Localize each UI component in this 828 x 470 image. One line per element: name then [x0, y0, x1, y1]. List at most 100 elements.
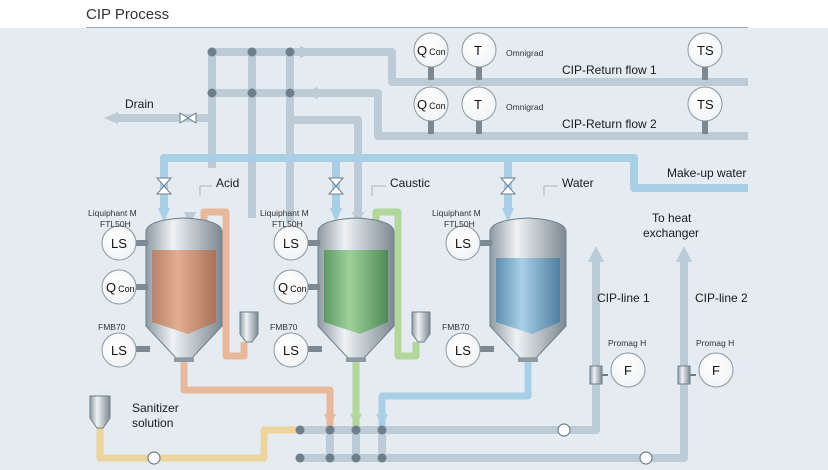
acid-recirc	[200, 208, 248, 360]
dosing-vessel-acid	[239, 311, 259, 343]
ls-label: LS	[455, 343, 471, 358]
title-divider	[86, 27, 748, 28]
omnigrad-2: Omnigrad	[506, 102, 544, 112]
liquiphant-water-2: FTL50H	[444, 219, 475, 229]
ts-return-1[interactable]	[687, 32, 723, 68]
makeup-arrows	[158, 208, 514, 222]
return-feed-caustic	[286, 93, 362, 218]
valve-water	[499, 177, 517, 195]
node	[377, 425, 387, 435]
arrow-water-out	[376, 414, 388, 426]
t-return-2[interactable]	[461, 86, 497, 122]
node	[377, 453, 387, 463]
f-label: F	[712, 363, 720, 378]
sanitizer-vessel	[89, 395, 111, 429]
water-label: Water	[562, 176, 594, 190]
liquiphant-caustic-2: FTL50H	[272, 219, 303, 229]
water-level	[496, 258, 560, 334]
t-return-1[interactable]	[461, 32, 497, 68]
node	[207, 47, 217, 57]
outlet-arrows	[324, 414, 388, 426]
acid-level	[152, 250, 216, 334]
water-outlet	[378, 358, 532, 428]
arrow-caustic-in	[330, 208, 342, 222]
liquiphant-water-1: Liquiphant M	[432, 208, 481, 218]
ts-return-2[interactable]	[687, 86, 723, 122]
dosing-vessel-caustic	[411, 311, 431, 343]
f-cip-line-1[interactable]	[610, 352, 646, 388]
qcon-acid[interactable]	[101, 269, 137, 305]
fmb70-acid: FMB70	[98, 322, 126, 332]
liquiphant-caustic-1: Liquiphant M	[260, 208, 309, 218]
valve-acid	[155, 177, 173, 195]
drain-label: Drain	[125, 97, 154, 111]
stream-labels: Drain CIP-Return flow 1 CIP-Return flow …	[125, 63, 748, 430]
f-cip-line-2[interactable]	[698, 352, 734, 388]
to-heat-label: To heat	[652, 211, 692, 225]
promag-2: Promag H	[696, 338, 734, 348]
qcon-caustic[interactable]	[273, 269, 309, 305]
node	[295, 425, 305, 435]
arrow-water-in	[502, 208, 514, 222]
cip-line-2-label: CIP-line 2	[695, 291, 748, 305]
arrow-caustic-out	[350, 414, 362, 426]
return-arrows	[104, 46, 318, 124]
cip-line-arrows	[588, 246, 692, 262]
arrow-return-2	[302, 87, 318, 99]
instrument-stems	[128, 66, 708, 352]
sanitizer-line	[96, 414, 300, 462]
node	[247, 88, 257, 98]
ls-acid-bottom[interactable]	[101, 332, 137, 368]
ls-water-top[interactable]	[445, 225, 481, 261]
node	[207, 88, 217, 98]
cip-supply-piping	[300, 262, 688, 462]
tank-acid	[145, 217, 223, 362]
ls-caustic-bottom[interactable]	[273, 332, 309, 368]
manifold-top	[300, 262, 600, 434]
return-flow-2-pipe	[212, 89, 748, 140]
ls-label: LS	[111, 236, 127, 251]
pump-symbols	[147, 423, 653, 465]
tank-water	[489, 217, 567, 362]
f-label: F	[624, 363, 632, 378]
ls-label: LS	[283, 343, 299, 358]
sanitizer-label: Sanitizer	[132, 401, 179, 415]
arrow-cip-line-1	[588, 246, 604, 262]
liquiphant-acid-2: FTL50H	[100, 219, 131, 229]
title-bar: CIP Process	[0, 0, 828, 28]
qcon-return-2[interactable]	[413, 86, 449, 122]
ls-caustic-top[interactable]	[273, 225, 309, 261]
ls-label: LS	[283, 236, 299, 251]
return-flow-2-label: CIP-Return flow 2	[562, 117, 657, 131]
node	[295, 453, 305, 463]
t-label: T	[474, 97, 482, 112]
fmb70-caustic: FMB70	[270, 322, 298, 332]
ls-water-bottom[interactable]	[445, 332, 481, 368]
valve-caustic	[327, 177, 345, 195]
ts-label: TS	[697, 97, 714, 112]
arrow-return-1	[300, 46, 316, 58]
pump-cip-line-1	[557, 423, 571, 437]
ls-acid-top[interactable]	[101, 225, 137, 261]
leader-lines	[199, 185, 558, 196]
promag-1: Promag H	[608, 338, 646, 348]
flowmeter-cip-line-2	[677, 365, 696, 385]
node	[285, 88, 295, 98]
acid-outlet	[180, 358, 334, 428]
makeup-valves	[155, 177, 517, 195]
node	[247, 47, 257, 57]
node	[285, 47, 295, 57]
arrow-acid-in	[158, 208, 170, 222]
qcon-return-1[interactable]	[413, 32, 449, 68]
manifold-nodes	[295, 425, 387, 463]
caustic-level	[324, 250, 388, 334]
liquiphant-acid-1: Liquiphant M	[88, 208, 137, 218]
model-captions: Omnigrad Omnigrad Liquiphant M FTL50H Li…	[88, 48, 734, 348]
page-title: CIP Process	[86, 6, 170, 23]
ts-label: TS	[697, 43, 714, 58]
